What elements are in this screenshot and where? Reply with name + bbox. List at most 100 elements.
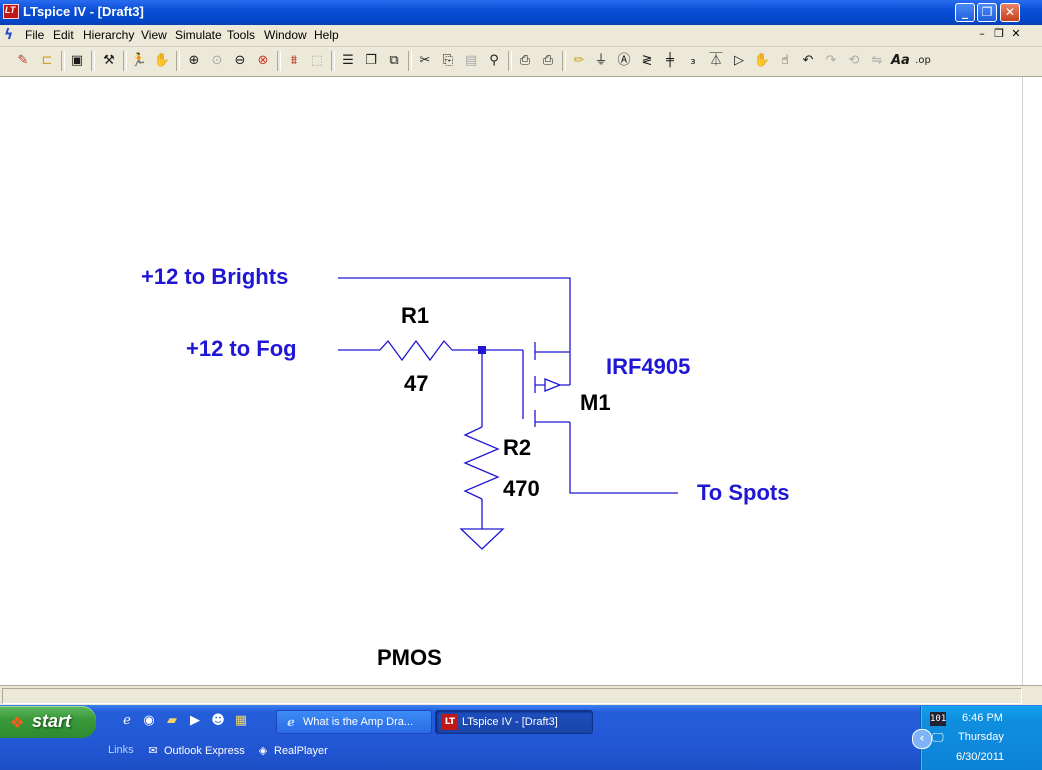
component-icon[interactable]: ▷: [734, 53, 744, 68]
inductor-icon[interactable]: ₃: [690, 53, 696, 68]
resistor-icon[interactable]: ≷: [641, 53, 653, 68]
display-tray-icon[interactable]: 🖵: [932, 730, 944, 744]
comment-text[interactable]: PMOS: [377, 645, 442, 670]
tile-windows-icon[interactable]: ⧉: [389, 53, 399, 68]
paste-icon[interactable]: ▤: [464, 53, 478, 68]
schematic-canvas[interactable]: +12 to Brights +12 to Fog To Spots R1 47…: [0, 77, 1024, 685]
net-label-brights[interactable]: +12 to Brights: [141, 264, 289, 289]
save-icon[interactable]: ▣: [70, 53, 84, 68]
folder-quicklaunch-icon[interactable]: ▰: [167, 713, 177, 728]
open-icon[interactable]: ⊏: [41, 53, 53, 68]
run-icon[interactable]: 🏃: [130, 53, 148, 68]
ground-icon[interactable]: ⏚: [594, 53, 608, 68]
capacitor-icon[interactable]: ╪: [666, 53, 674, 68]
wire-spots: [569, 422, 678, 494]
tray-expand-icon[interactable]: ‹: [912, 729, 932, 749]
messenger-quicklaunch-icon[interactable]: ☻: [211, 713, 225, 728]
toolbar-separator: [123, 51, 127, 71]
ltspice-app-icon[interactable]: [3, 4, 19, 19]
control-panel-icon[interactable]: ⚒: [103, 53, 115, 68]
restore-button[interactable]: ❐: [977, 3, 997, 22]
menu-help[interactable]: Help: [314, 28, 339, 42]
minimize-button[interactable]: _: [955, 3, 975, 22]
clock-day: Thursday: [958, 731, 1004, 743]
new-schematic-icon[interactable]: ✎: [17, 53, 29, 68]
undo-icon[interactable]: ↶: [802, 53, 814, 68]
menu-hierarchy[interactable]: Hierarchy: [83, 28, 135, 42]
media-quicklaunch-icon[interactable]: ▶: [190, 713, 200, 728]
menu-simulate[interactable]: Simulate: [175, 28, 222, 42]
wire-icon[interactable]: ✏: [573, 53, 585, 68]
copy-icon[interactable]: ⎘: [442, 53, 454, 68]
m1-model[interactable]: IRF4905: [606, 354, 691, 379]
cascade-icon[interactable]: ❐: [365, 53, 377, 68]
menu-edit[interactable]: Edit: [53, 28, 74, 42]
r1-name[interactable]: R1: [401, 303, 430, 328]
toolbar-separator: [331, 51, 335, 71]
realplayer-icon: ◈: [258, 745, 268, 757]
cut-icon[interactable]: ✂: [419, 53, 431, 68]
text-icon[interactable]: Aa: [891, 53, 910, 68]
menu-tools[interactable]: Tools: [227, 28, 256, 42]
net-label-fog[interactable]: +12 to Fog: [186, 336, 297, 361]
zoom-pan-icon[interactable]: ⊙: [211, 53, 223, 68]
zoom-in-icon[interactable]: ⊕: [188, 53, 200, 68]
link-label: RealPlayer: [274, 745, 328, 757]
net-label-spots[interactable]: To Spots: [697, 480, 790, 505]
rotate-icon[interactable]: ⟲: [848, 53, 860, 68]
ie-icon: ℯ: [287, 715, 295, 729]
drag-icon[interactable]: ☝: [781, 53, 789, 68]
tile-horizontal-icon[interactable]: ☰: [342, 53, 354, 68]
menu-bar: ϟ File Edit Hierarchy View Simulate Tool…: [0, 25, 1042, 47]
ie-quicklaunch-icon[interactable]: ℯ: [123, 713, 131, 728]
taskbar-button-browser[interactable]: ℯ What is the Amp Dra...: [276, 710, 432, 734]
halt-icon[interactable]: ✋: [153, 53, 171, 68]
link-realplayer[interactable]: ◈ RealPlayer: [256, 744, 328, 757]
menu-view[interactable]: View: [141, 28, 167, 42]
network-tray-icon[interactable]: 101: [930, 712, 947, 726]
task-label: What is the Amp Dra...: [303, 716, 414, 728]
start-button[interactable]: ❖ start: [0, 706, 96, 738]
title-bar: LTspice IV - [Draft3] _ ❐ ✕: [0, 0, 1042, 25]
move-icon[interactable]: ✋: [753, 53, 771, 68]
document-system-icon[interactable]: ϟ: [4, 27, 14, 43]
menu-file[interactable]: File: [25, 28, 45, 42]
redo-icon[interactable]: ↷: [825, 53, 837, 68]
taskbar-button-ltspice[interactable]: LT LTspice IV - [Draft3]: [435, 710, 593, 734]
print-preview-icon[interactable]: ⎙: [519, 53, 531, 68]
toolbar: ✎ ⊏ ▣ ⚒ 🏃 ✋ ⊕ ⊙ ⊖ ⊗ ⩩ ⬚ ☰ ❐ ⧉ ✂ ⎘ ▤ ⚲ ⎙ …: [0, 47, 1042, 77]
close-button[interactable]: ✕: [1000, 3, 1020, 22]
mdi-close-button[interactable]: ✕: [1011, 27, 1021, 40]
autorange-icon[interactable]: ⩩: [290, 53, 298, 68]
label-net-icon[interactable]: Ⓐ: [617, 53, 631, 68]
spice-directive-icon[interactable]: .op: [915, 55, 931, 66]
toolbar-separator: [176, 51, 180, 71]
outlook-icon: ✉: [148, 745, 158, 757]
clock-time[interactable]: 6:46 PM: [962, 712, 1003, 724]
menu-window[interactable]: Window: [264, 28, 307, 42]
print-icon[interactable]: ⎙: [542, 53, 554, 68]
status-panel: [2, 688, 1022, 704]
r2-name[interactable]: R2: [503, 435, 532, 460]
find-icon[interactable]: ⚲: [489, 53, 499, 68]
view-fit-icon[interactable]: ⬚: [310, 53, 324, 68]
mdi-minimize-button[interactable]: –: [979, 27, 985, 40]
r2-value[interactable]: 470: [503, 476, 540, 501]
diode-icon[interactable]: ⏄: [709, 53, 723, 68]
m1-name[interactable]: M1: [580, 390, 611, 415]
canvas-right-edge: [1022, 77, 1042, 685]
picture-quicklaunch-icon[interactable]: ▦: [234, 713, 248, 728]
ie-alt-quicklaunch-icon[interactable]: ◉: [143, 713, 155, 728]
toolbar-separator: [508, 51, 512, 71]
zoom-out-icon[interactable]: ⊖: [234, 53, 246, 68]
r1-value[interactable]: 47: [404, 371, 429, 396]
schematic-drawing[interactable]: [0, 77, 1024, 685]
mirror-icon[interactable]: ⇋: [871, 53, 883, 68]
status-bar: [0, 685, 1042, 706]
zoom-cancel-icon[interactable]: ⊗: [257, 53, 269, 68]
window-title: LTspice IV - [Draft3]: [23, 4, 144, 19]
link-outlook-express[interactable]: ✉Outlook Express: [146, 744, 244, 757]
windows-logo-icon: ❖: [10, 713, 25, 732]
mdi-restore-button[interactable]: ❐: [994, 27, 1004, 40]
junction-dot: [478, 346, 486, 354]
